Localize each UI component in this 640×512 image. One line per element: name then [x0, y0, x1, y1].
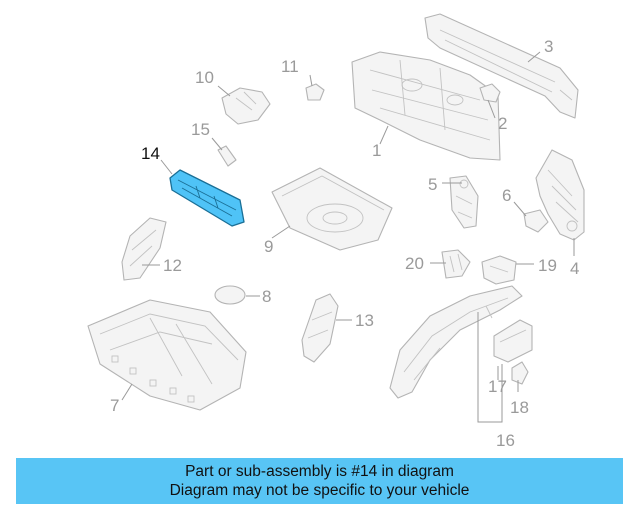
part-6-bracket[interactable]	[523, 209, 549, 233]
part-9-spare-tire-pan[interactable]	[271, 167, 393, 251]
callout-numbers: 1 2 3 4 5 6 7 8 9 10 11 12 13 14 15 16 1…	[110, 37, 579, 450]
part-3-rear-reinforcement[interactable]	[424, 13, 579, 119]
banner-line-1: Part or sub-assembly is #14 in diagram	[185, 463, 454, 480]
callout-13[interactable]: 13	[355, 311, 374, 330]
banner-line-2: Diagram may not be specific to your vehi…	[169, 482, 470, 499]
part-2-clip[interactable]	[479, 83, 501, 103]
callout-19[interactable]: 19	[538, 256, 557, 275]
part-20-bracket[interactable]	[441, 249, 471, 279]
callout-6[interactable]: 6	[502, 186, 511, 205]
callout-15[interactable]: 15	[191, 120, 210, 139]
part-1-rear-panel[interactable]	[351, 51, 501, 161]
callout-10[interactable]: 10	[195, 68, 214, 87]
part-7-floor-pan[interactable]	[87, 299, 247, 411]
parts-diagram: 1 2 3 4 5 6 7 8 9 10 11 12 13 14 15 16 1…	[87, 13, 585, 450]
info-banner: Part or sub-assembly is #14 in diagram D…	[16, 458, 623, 504]
callout-4[interactable]: 4	[570, 259, 579, 278]
callout-16[interactable]: 16	[496, 431, 515, 450]
part-19-bracket[interactable]	[481, 255, 517, 285]
part-16-wheel-house[interactable]	[389, 285, 523, 399]
part-15-bracket[interactable]	[217, 145, 237, 167]
part-17-bracket[interactable]	[493, 319, 533, 363]
callout-1[interactable]: 1	[372, 141, 381, 160]
callout-14[interactable]: 14	[141, 144, 160, 163]
callout-5[interactable]: 5	[428, 175, 437, 194]
callout-3[interactable]: 3	[544, 37, 553, 56]
callout-2[interactable]: 2	[498, 114, 507, 133]
part-11-clip[interactable]	[305, 83, 325, 101]
part-5-bracket[interactable]	[449, 175, 479, 229]
part-18-clip[interactable]	[511, 361, 529, 385]
callout-11[interactable]: 11	[281, 57, 299, 76]
callout-12[interactable]: 12	[163, 256, 182, 275]
callout-18[interactable]: 18	[510, 398, 529, 417]
part-14-highlighted-member[interactable]	[169, 169, 245, 227]
leader-lines	[121, 51, 575, 423]
part-4-side-panel[interactable]	[535, 149, 585, 241]
callout-7[interactable]: 7	[110, 396, 119, 415]
part-12-side-member[interactable]	[121, 217, 167, 281]
part-13-bracket[interactable]	[301, 293, 339, 363]
part-8-plug[interactable]	[214, 285, 246, 305]
part-10-bracket[interactable]	[221, 87, 271, 125]
callout-20[interactable]: 20	[405, 254, 424, 273]
callout-17[interactable]: 17	[488, 377, 507, 396]
callout-8[interactable]: 8	[262, 287, 271, 306]
callout-9[interactable]: 9	[264, 237, 273, 256]
